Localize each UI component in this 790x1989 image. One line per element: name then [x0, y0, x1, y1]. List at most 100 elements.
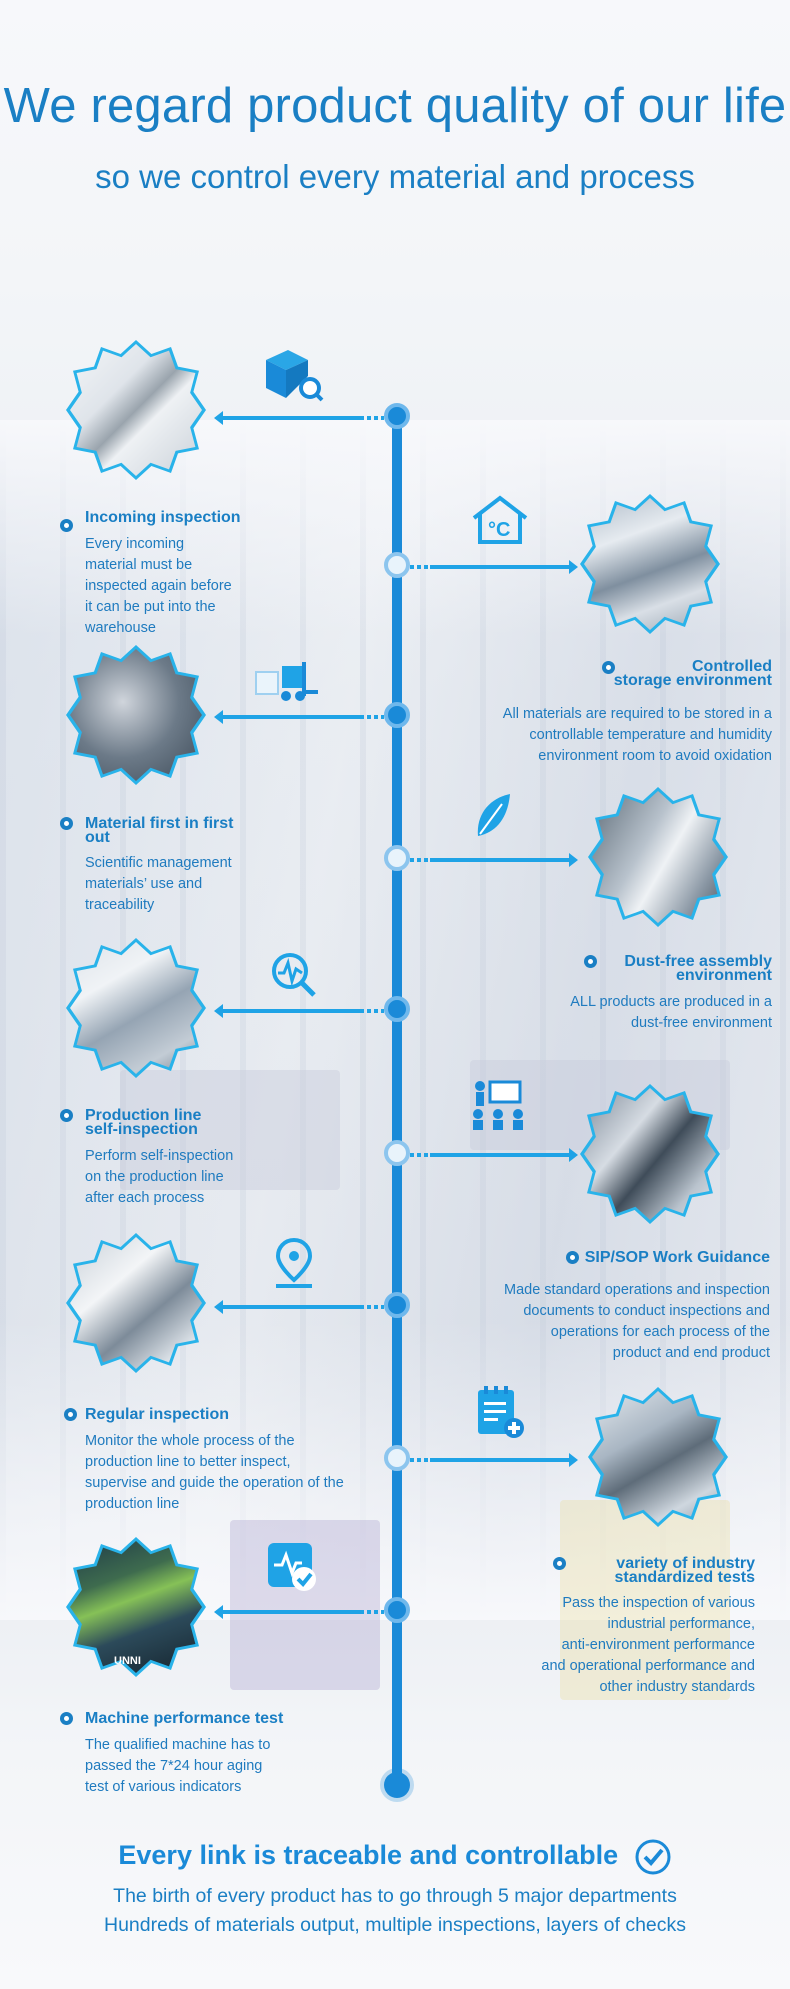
- step-title-regular: Regular inspection: [85, 1406, 230, 1423]
- page-title: We regard product quality of our life: [3, 79, 787, 133]
- monitor-check-icon: [268, 1543, 316, 1591]
- bullet-3: [60, 817, 73, 830]
- bg-machine: [120, 1070, 340, 1190]
- dotted-connector-5: [360, 1009, 384, 1013]
- desc-line: production line: [85, 1496, 180, 1512]
- timeline-line: [392, 410, 402, 1790]
- desc-line: it can be put into the: [85, 599, 216, 615]
- arrow-right-2: [430, 560, 578, 574]
- timeline-node-2: [384, 552, 410, 578]
- title-line: Controlled: [692, 658, 772, 675]
- bullet-2: [602, 661, 615, 674]
- desc-line: Perform self-inspection: [85, 1148, 234, 1164]
- step-title-machine: Machine performance test: [85, 1710, 284, 1727]
- step-desc-selfinspection: Perform self-inspection on the productio…: [85, 1146, 233, 1209]
- desc-line: passed the 7*24 hour aging: [85, 1758, 263, 1774]
- desc-line: documents to conduct inspections and: [523, 1303, 770, 1319]
- desc-line: Scientific management: [85, 855, 232, 871]
- svg-text:°C: °C: [488, 519, 510, 541]
- step-desc-dustfree: ALL products are produced in a dust-free…: [470, 992, 772, 1034]
- dotted-connector-1: [360, 416, 384, 420]
- thermometer-house-icon: °C: [472, 495, 528, 544]
- location-pin-icon: [275, 1238, 313, 1288]
- desc-line: ALL products are produced in a: [570, 994, 772, 1010]
- desc-line: traceability: [85, 897, 155, 913]
- step-title-dustfree: Dust-free assembly environment: [560, 953, 772, 984]
- timeline-node-3: [384, 702, 410, 728]
- dotted-connector-6: [410, 1153, 432, 1157]
- desc-line: controllable temperature and humidity: [529, 727, 772, 743]
- arrow-right-4: [430, 853, 578, 867]
- step-desc-sop: Made standard operations and inspection …: [420, 1280, 770, 1364]
- desc-line: dust-free environment: [630, 1015, 772, 1031]
- magnifier-wave-icon: [272, 953, 316, 997]
- desc-line: production line to better inspect,: [85, 1454, 291, 1470]
- timeline-node-6: [384, 1140, 410, 1166]
- footer-headline-text: Every link is traceable and controllable: [118, 1840, 619, 1871]
- desc-line: The qualified machine has to: [85, 1737, 271, 1753]
- step-title-incoming: Incoming inspection: [85, 509, 241, 526]
- step-title-standardized: variety of industry standardized tests: [560, 1556, 755, 1586]
- photo-screen-text: UNNI: [114, 1655, 141, 1667]
- title-line: Production line: [85, 1107, 202, 1124]
- desc-line: Monitor the whole process of the: [85, 1433, 295, 1449]
- footer-headline: Every link is traceable and controllable: [0, 1838, 790, 1876]
- step-desc-machine: The qualified machine has to passed the …: [85, 1735, 270, 1798]
- arrow-left-9: [214, 1605, 362, 1619]
- desc-line: supervise and guide the operation of the: [85, 1475, 344, 1491]
- bullet-4: [584, 955, 597, 968]
- desc-line: All materials are required to be stored …: [502, 706, 772, 722]
- bullet-7: [64, 1408, 77, 1421]
- step-desc-standardized: Pass the inspection of various industria…: [470, 1593, 755, 1698]
- title-line: standardized tests: [614, 1569, 755, 1586]
- arrow-left-7: [214, 1300, 362, 1314]
- desc-line: materials’ use and: [85, 876, 203, 892]
- timeline-node-4: [384, 845, 410, 871]
- timeline-end-node: [384, 1772, 410, 1798]
- desc-line: Pass the inspection of various: [562, 1595, 755, 1611]
- desc-line: warehouse: [85, 620, 156, 636]
- check-circle-icon: [635, 1839, 671, 1875]
- bullet-9: [60, 1712, 73, 1725]
- desc-line: on the production line: [85, 1169, 224, 1185]
- step-title-fifo: Material first in first out: [85, 815, 234, 846]
- desc-line: test of various indicators: [85, 1779, 242, 1795]
- title-line: Material first in first: [85, 815, 234, 832]
- arrow-left-3: [214, 710, 362, 724]
- arrow-right-8: [430, 1453, 578, 1467]
- bullet-8: [553, 1557, 566, 1570]
- dotted-connector-4: [410, 858, 432, 862]
- box-search-icon: [266, 350, 324, 402]
- step-title-sop: SIP/SOP Work Guidance: [584, 1249, 770, 1266]
- desc-line: inspected again before: [85, 578, 232, 594]
- dotted-connector-3: [360, 715, 384, 719]
- bg-yellow-frame: [560, 1500, 730, 1700]
- training-icon: [473, 1080, 523, 1130]
- step-desc-storage: All materials are required to be stored …: [420, 704, 772, 767]
- footer-line-1: The birth of every product has to go thr…: [113, 1885, 677, 1907]
- dotted-connector-2: [410, 565, 432, 569]
- page-subtitle: so we control every material and process: [95, 158, 695, 195]
- desc-line: and operational performance and: [541, 1658, 755, 1674]
- title-line: self-inspection: [85, 1121, 198, 1138]
- timeline-node-9: [384, 1597, 410, 1623]
- timeline-node-1: [384, 403, 410, 429]
- dotted-connector-8: [410, 1458, 432, 1462]
- bullet-5: [60, 1109, 73, 1122]
- desc-line: anti-environment performance: [561, 1637, 755, 1653]
- timeline-node-5: [384, 996, 410, 1022]
- title-line: Dust-free assembly: [624, 953, 772, 970]
- desc-line: environment room to avoid oxidation: [538, 748, 772, 764]
- title-line: environment: [675, 967, 772, 984]
- desc-line: other industry standards: [599, 1679, 755, 1695]
- desc-line: industrial performance,: [607, 1616, 756, 1632]
- arrow-right-6: [430, 1148, 578, 1162]
- desc-line: material must be: [85, 557, 193, 573]
- dotted-connector-7: [360, 1305, 384, 1309]
- timeline-node-8: [384, 1445, 410, 1471]
- forklift-icon: [255, 662, 318, 701]
- arrow-left-1: [214, 411, 362, 425]
- step-title-selfinspection: Production line self-inspection: [85, 1107, 202, 1138]
- step-desc-fifo: Scientific management materials’ use and…: [85, 853, 232, 916]
- bullet-1: [60, 519, 73, 532]
